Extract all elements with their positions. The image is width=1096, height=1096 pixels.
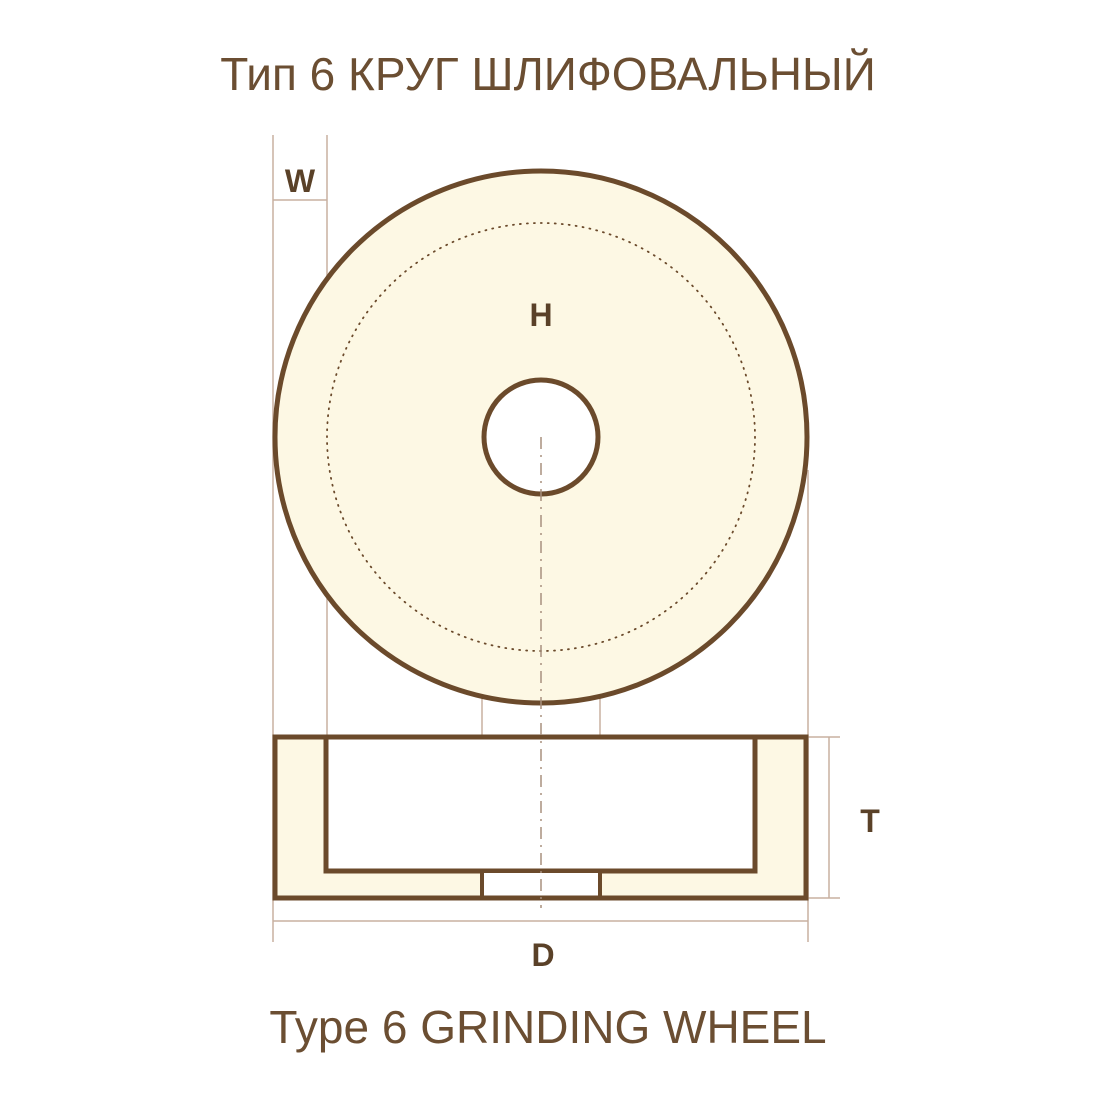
dimension-label-d: D bbox=[531, 937, 554, 973]
dimension-label-w: W bbox=[285, 163, 316, 199]
dimension-label-t: T bbox=[860, 803, 880, 839]
title-russian: Тип 6 КРУГ ШЛИФОВАЛЬНЫЙ bbox=[220, 48, 876, 100]
title-english: Type 6 GRINDING WHEEL bbox=[269, 1001, 826, 1053]
dimension-label-h: H bbox=[529, 297, 552, 333]
section-view bbox=[272, 734, 809, 901]
